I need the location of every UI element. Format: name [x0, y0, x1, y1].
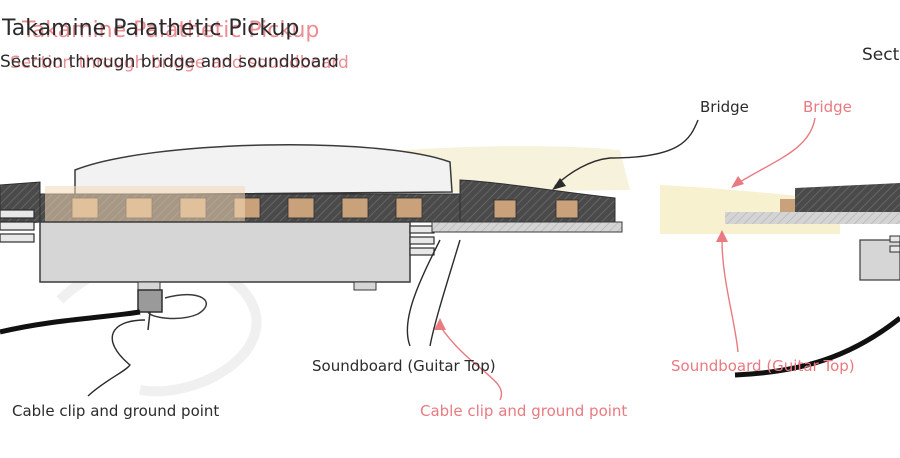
cable-left	[0, 309, 141, 335]
pickup-lid	[74, 144, 453, 196]
soundboard-strip	[431, 221, 623, 233]
arrowhead-bridge	[552, 178, 566, 190]
top-wood-right	[795, 183, 900, 212]
label-soundboard-dark: Soundboard (Guitar Top)	[312, 357, 496, 375]
label-soundboard-red: Soundboard (Guitar Top)	[671, 357, 855, 375]
leader-lines-dark	[87, 119, 699, 397]
label-bridge-dark: Bridge	[700, 98, 749, 116]
subtitle-ghost: Section through bridge and soundboard	[10, 53, 349, 73]
spring-stack-right	[409, 225, 435, 256]
subtitle-right-cut: Section	[862, 45, 900, 65]
spring-stack-far-right	[889, 235, 900, 253]
spring-stack-left	[0, 209, 35, 243]
title: Takamine Palathetic Pickup	[2, 16, 300, 41]
soundboard-strip-right	[725, 212, 900, 224]
label-bridge-red: Bridge	[803, 98, 852, 116]
pickup-foot-right	[353, 281, 377, 291]
label-cable-red: Cable clip and ground point	[420, 402, 627, 420]
label-cable-dark: Cable clip and ground point	[12, 402, 219, 420]
title-ghost: Takamine Palathetic Pickup	[22, 18, 320, 43]
subtitle: Section through bridge and soundboard	[0, 52, 339, 72]
cable-right	[734, 316, 900, 378]
cable-clip-hook	[147, 293, 208, 320]
arrowhead-cable-red	[434, 318, 446, 330]
arrowhead-bridge-red	[731, 176, 744, 188]
cable-clip	[137, 289, 163, 331]
pickup-body	[39, 221, 411, 283]
leader-lines-red	[439, 117, 816, 401]
pickup-foot-left	[137, 281, 161, 291]
arrowhead-soundboard-red	[716, 230, 728, 242]
